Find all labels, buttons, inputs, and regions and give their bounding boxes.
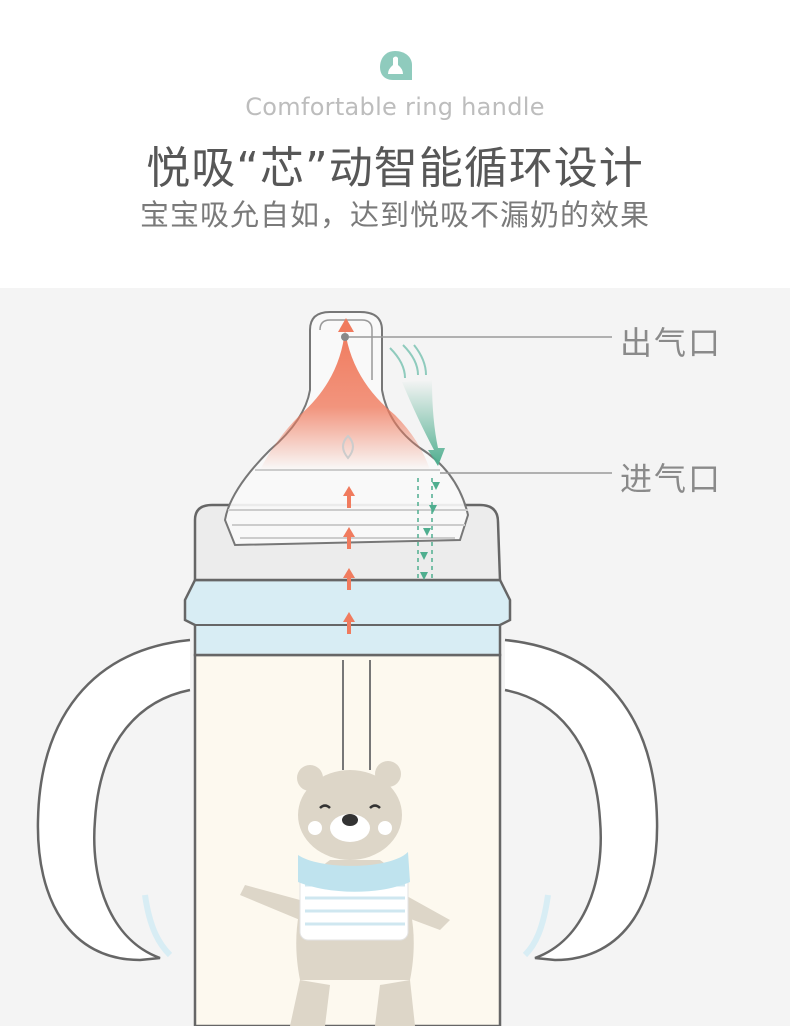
bottle-illustration	[36, 311, 659, 1026]
english-title: Comfortable ring handle	[245, 93, 545, 121]
page-subtitle: 宝宝吸允自如，达到悦吸不漏奶的效果	[139, 198, 650, 232]
outflow-arrows	[343, 486, 355, 634]
inlet-label: 进气口	[620, 460, 723, 498]
inflow-arrows	[389, 344, 445, 580]
page-title: 悦吸“芯”动智能循环设计	[146, 143, 644, 194]
outlet-label: 出气口	[620, 324, 723, 362]
nipple-logo-icon	[380, 51, 412, 80]
header-section: Comfortable ring handle 悦吸“芯”动智能循环设计 宝宝吸…	[0, 0, 790, 288]
nipple	[223, 311, 470, 547]
right-handle	[504, 638, 659, 962]
left-handle	[36, 638, 191, 962]
bear-illustration	[240, 761, 450, 1026]
